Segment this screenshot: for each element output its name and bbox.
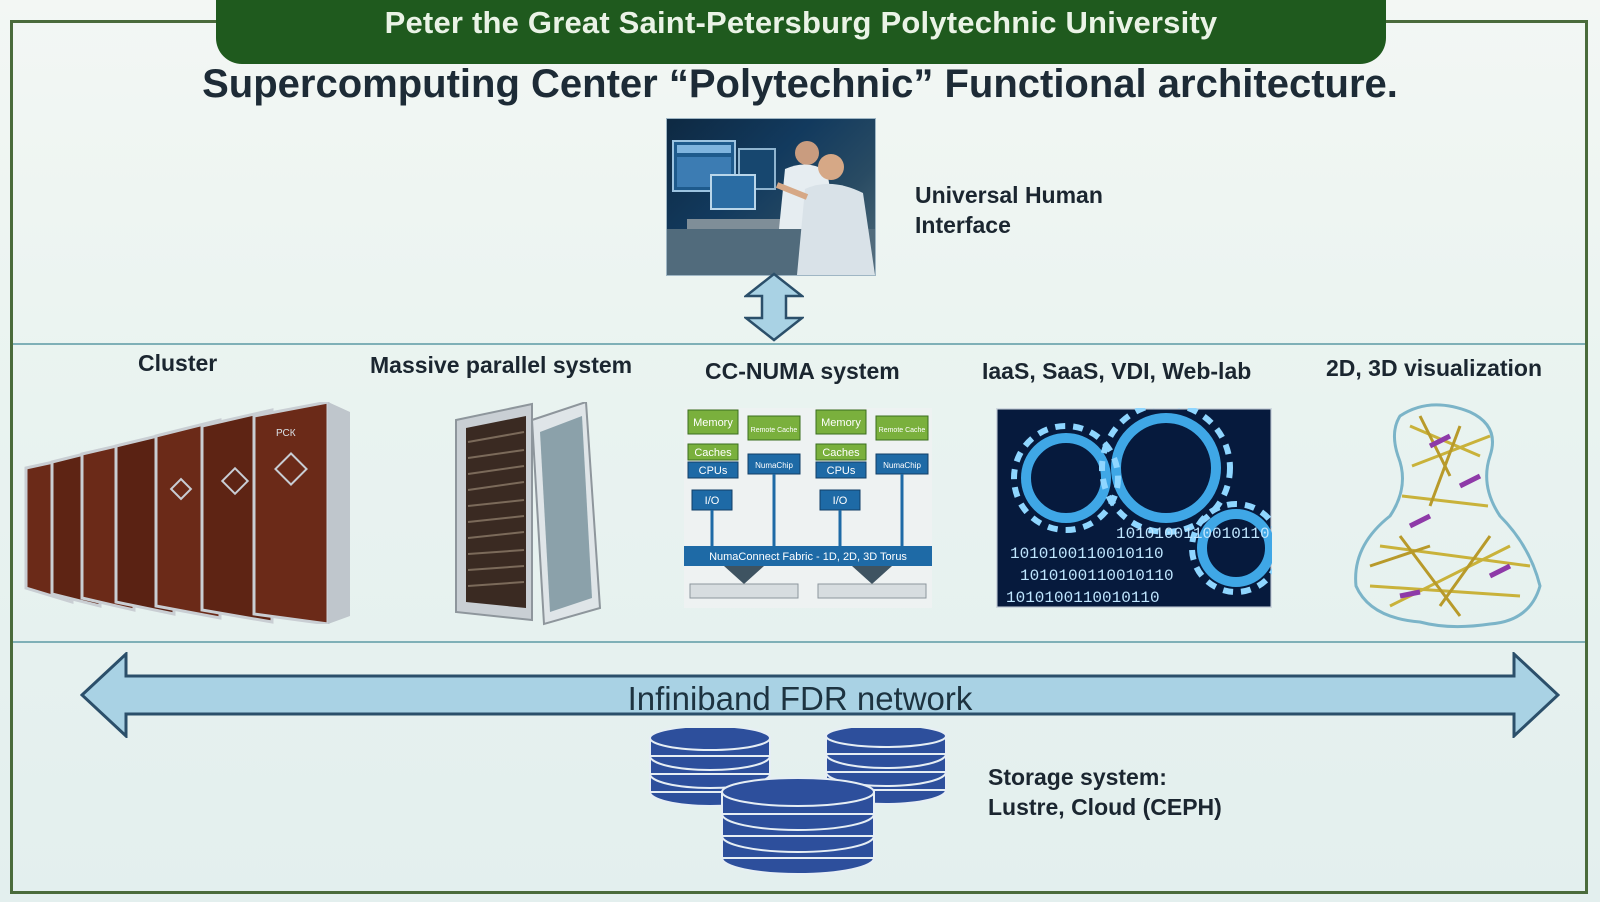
numa-io-1: I/O: [705, 495, 720, 507]
divider-top: [13, 343, 1585, 345]
network-label: Infiniband FDR network: [627, 680, 973, 717]
mpp-rack-image: [452, 400, 612, 637]
binary-row-3: 1010100110010110: [1006, 589, 1160, 607]
database-icon: [648, 724, 948, 883]
numa-cpus-2: CPUs: [827, 465, 856, 477]
cluster-racks-image: РСК: [24, 400, 354, 629]
numa-node-2: Memory Remote Cache Caches CPUs NumaChip…: [815, 409, 929, 599]
numa-caches-2: Caches: [822, 447, 860, 459]
cloud-gears-image: 1010100110010110 1010100110010110 101010…: [994, 401, 1283, 613]
double-arrow-horizontal-icon: [79, 650, 1561, 743]
numa-remote-cache-1: Remote Cache: [751, 427, 798, 434]
numa-caches-1: Caches: [694, 447, 732, 459]
university-banner: Peter the Great Saint-Petersburg Polytec…: [216, 0, 1386, 64]
human-interface-photo: [666, 118, 876, 276]
numa-io-2: I/O: [833, 495, 848, 507]
numa-remote-cache-2: Remote Cache: [879, 427, 926, 434]
cluster-label: Cluster: [138, 350, 218, 376]
numa-memory-1: Memory: [693, 417, 733, 429]
numa-chip-2: NumaChip: [883, 461, 921, 470]
numa-cpus-1: CPUs: [699, 465, 728, 477]
binary-row-2: 1010100110010110: [1020, 567, 1174, 585]
protein-visualization-image: [1340, 396, 1562, 637]
binary-row-1: 1010100110010110: [1010, 545, 1164, 563]
viz-label: 2D, 3D visualization: [1326, 355, 1543, 381]
storage-label: Storage system: Lustre, Cloud (CEPH): [988, 764, 1222, 820]
ccnuma-diagram: NumaConnect Fabric - 1D, 2D, 3D Torus Me…: [684, 408, 932, 613]
rack-logo: РСК: [276, 428, 296, 439]
numa-fabric-label: NumaConnect Fabric - 1D, 2D, 3D Torus: [709, 551, 907, 563]
numa-memory-2: Memory: [821, 417, 861, 429]
slide-title: Supercomputing Center “Polytechnic” Func…: [202, 62, 1398, 106]
human-interface-label: Universal Human Interface: [915, 182, 1103, 238]
binary-row-4: 1010100110010110: [1116, 525, 1270, 543]
cloud-label: IaaS, SaaS, VDI, Web-lab: [982, 358, 1252, 384]
numa-chip-1: NumaChip: [755, 461, 793, 470]
mpp-label: Massive parallel system: [370, 352, 633, 378]
double-arrow-vertical-icon: [742, 272, 806, 347]
ccnuma-label: CC-NUMA system: [705, 358, 900, 384]
numa-node-1: Memory Remote Cache Caches CPUs NumaChip…: [687, 409, 801, 599]
divider-bottom: [13, 641, 1585, 643]
